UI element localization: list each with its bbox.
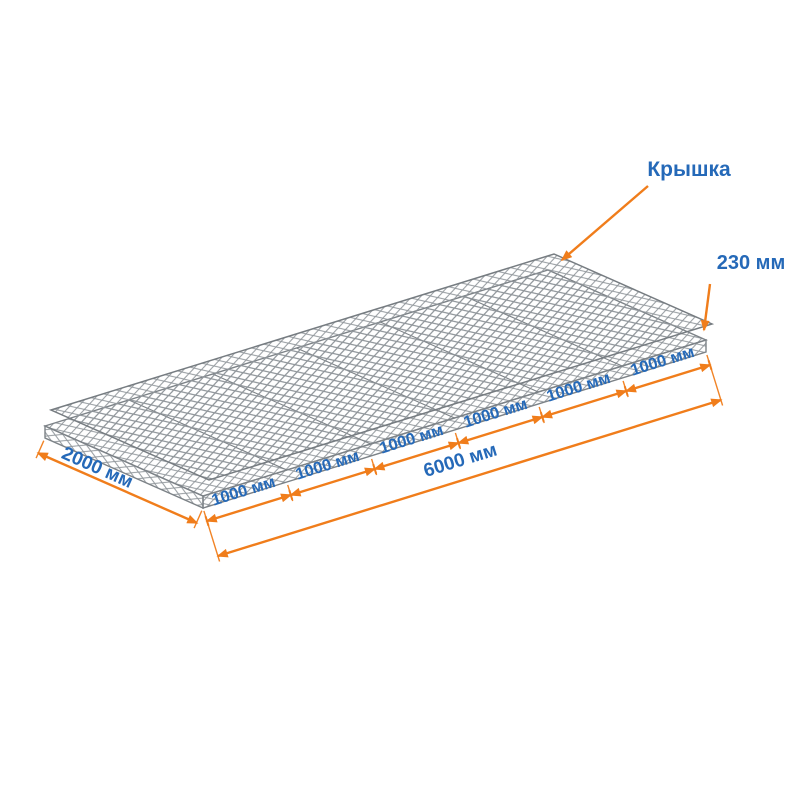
height-dimension: 230 мм xyxy=(700,252,786,332)
lid-label: Крышка xyxy=(647,158,731,181)
lid-callout: Крышка xyxy=(560,158,731,262)
height-arrow-line xyxy=(700,283,712,332)
lid-leader-line xyxy=(560,185,649,262)
width-dimension-line xyxy=(36,451,199,525)
total-length-line xyxy=(216,398,723,558)
segment-line-6 xyxy=(624,363,712,393)
height-label: 230 мм xyxy=(717,252,786,274)
gabion-mattress xyxy=(43,253,715,510)
